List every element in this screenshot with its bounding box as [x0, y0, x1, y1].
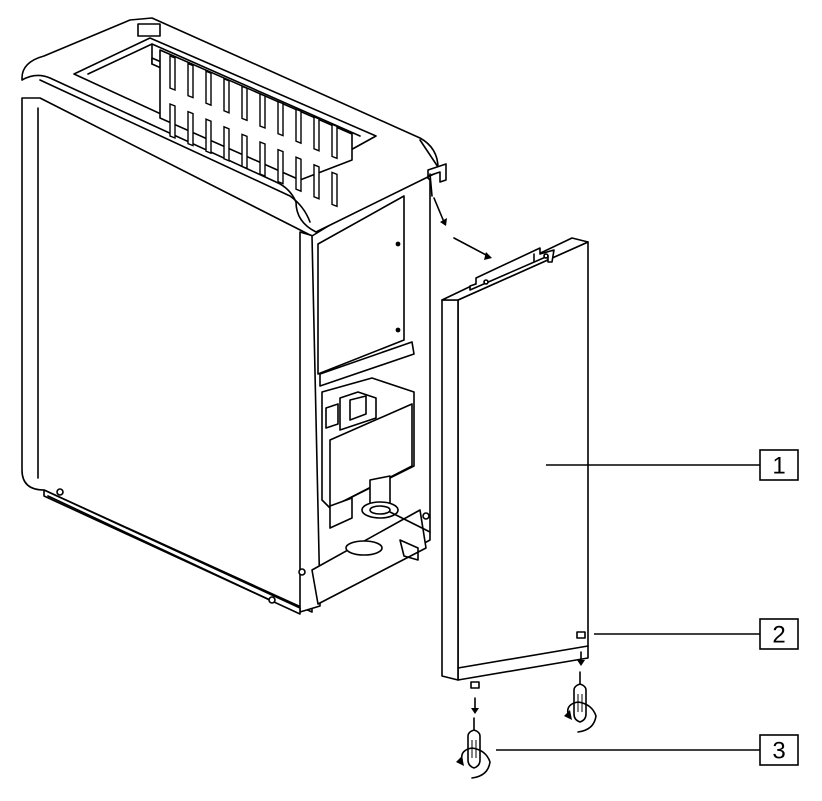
direction-arrows: [433, 197, 492, 260]
vent-slot: [169, 54, 176, 92]
callout-1: 1: [546, 449, 799, 481]
vent-slot: [331, 171, 338, 208]
vent-slot: [313, 115, 320, 152]
vent-slot: [169, 102, 176, 140]
vent-slot: [295, 156, 302, 193]
screw-front: [470, 681, 480, 714]
side-panel-top-tab: [469, 247, 555, 291]
vent-slot: [205, 118, 212, 155]
side-panel: [441, 237, 589, 681]
electrical-compartment: [298, 341, 431, 576]
callout-1-label: 1: [772, 453, 785, 480]
heater-back-panel: [317, 195, 405, 375]
vent-slot: [295, 108, 302, 145]
vent-slot: [259, 92, 266, 130]
vent-slot: [313, 163, 320, 200]
vent-slot: [187, 62, 194, 99]
screwdriver-front: [456, 717, 491, 779]
vent-slot: [241, 85, 248, 122]
vent-slot: [223, 125, 230, 162]
screwdriver-back: [564, 671, 597, 733]
vent-slot: [187, 110, 194, 147]
callout-3-label: 3: [772, 738, 785, 765]
heater-base: [43, 488, 427, 615]
callout-2-label: 2: [772, 622, 785, 649]
vent-slot: [205, 70, 212, 107]
vent-slot: [277, 148, 284, 185]
vent-slot: [223, 77, 230, 114]
callout-3: 3: [496, 734, 799, 766]
callout-2: 2: [594, 618, 799, 650]
heater-inner-slots: [159, 49, 353, 208]
vent-slot: [331, 123, 338, 160]
vent-slot: [259, 140, 266, 178]
vent-slot: [277, 100, 284, 137]
side-panel-left-edge: [441, 299, 459, 681]
vent-slot: [241, 133, 248, 170]
mounting-bracket: [427, 163, 447, 197]
side-panel-front-face: [457, 241, 589, 681]
screw-back: [576, 631, 586, 666]
